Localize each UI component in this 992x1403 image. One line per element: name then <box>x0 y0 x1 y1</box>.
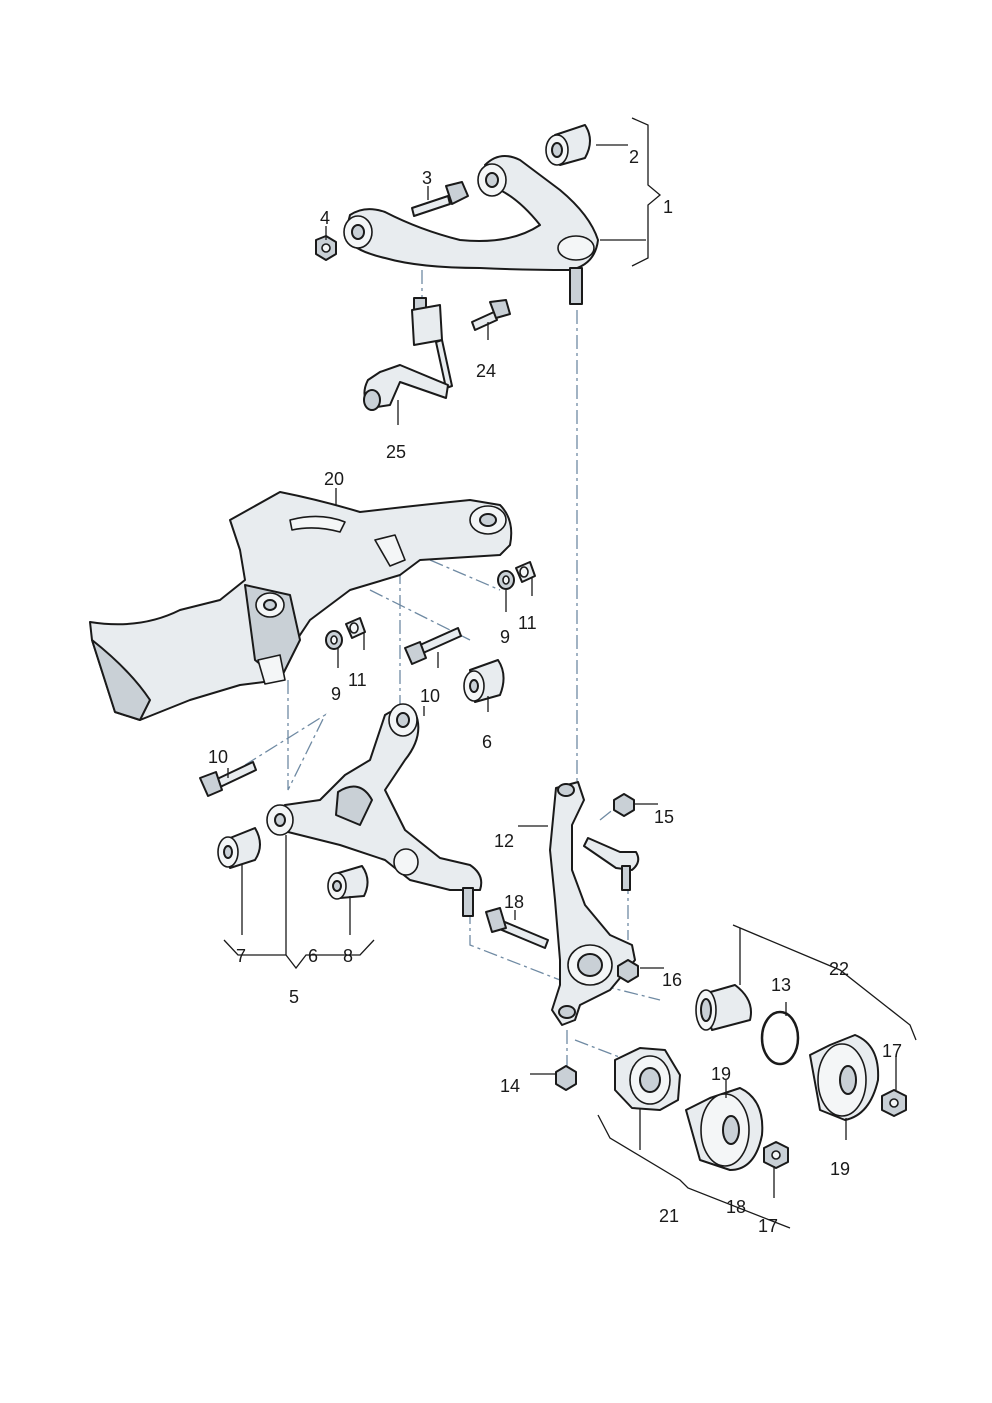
wheel-bearing <box>695 984 752 1031</box>
label-19-right: 19 <box>830 1159 850 1179</box>
label-17-right: 17 <box>882 1041 902 1061</box>
label-15: 15 <box>654 807 674 827</box>
nut-17-lower <box>763 1141 789 1169</box>
bush-7 <box>217 827 261 869</box>
leader-lines <box>223 117 917 1229</box>
wheel-hub-right <box>809 1034 880 1121</box>
label-2: 2 <box>629 147 639 167</box>
bolt-18 <box>485 907 549 949</box>
label-13: 13 <box>771 975 791 995</box>
label-7: 7 <box>236 946 246 966</box>
bolt-10-lower <box>199 761 257 797</box>
nut-11-lower <box>345 617 366 639</box>
bush-2 <box>545 124 591 166</box>
bush-6 <box>463 659 505 703</box>
lower-control-arm <box>266 703 483 917</box>
label-20: 20 <box>324 469 344 489</box>
label-9-upper: 9 <box>500 627 510 647</box>
level-sensor <box>363 297 453 411</box>
nut-15 <box>613 793 635 817</box>
label-4: 4 <box>320 208 330 228</box>
label-3: 3 <box>422 168 432 188</box>
label-25: 25 <box>386 442 406 462</box>
tie-rod-end <box>583 837 640 891</box>
label-5: 5 <box>289 987 299 1007</box>
label-6-bush: 6 <box>482 732 492 752</box>
subframe <box>89 491 513 721</box>
label-21: 21 <box>659 1206 679 1226</box>
washer-9-upper <box>497 570 515 590</box>
label-24: 24 <box>476 361 496 381</box>
label-8: 8 <box>343 946 353 966</box>
wheel-hub-lower <box>685 1087 764 1171</box>
nut-4 <box>315 235 337 261</box>
label-12: 12 <box>494 831 514 851</box>
nut-17-right <box>881 1089 907 1117</box>
bolt-24 <box>471 299 511 331</box>
callout-labels: 2 1 3 4 24 25 20 9 11 9 11 10 6 10 12 15… <box>208 147 902 1236</box>
label-10-upper: 10 <box>420 686 440 706</box>
nut-11-upper <box>515 561 536 583</box>
label-9-lower: 9 <box>331 684 341 704</box>
label-10-lower: 10 <box>208 747 228 767</box>
label-18-hub: 18 <box>726 1197 746 1217</box>
circlip <box>760 1010 800 1066</box>
nut-16 <box>617 959 639 983</box>
label-14: 14 <box>500 1076 520 1096</box>
label-6-arm: 6 <box>308 946 318 966</box>
label-11-upper: 11 <box>518 613 537 633</box>
label-16: 16 <box>662 970 682 990</box>
label-1: 1 <box>663 197 673 217</box>
label-22: 22 <box>829 959 849 979</box>
upper-control-arm <box>343 155 599 305</box>
label-17-lower: 17 <box>758 1216 778 1236</box>
label-18-bolt: 18 <box>504 892 524 912</box>
label-11-lower: 11 <box>348 670 367 690</box>
nut-14 <box>555 1065 577 1091</box>
bolt-3 <box>411 181 469 217</box>
bearing-housing <box>614 1047 681 1111</box>
bolt-10-upper <box>404 627 462 665</box>
steering-knuckle <box>549 781 636 1026</box>
label-19-lower: 19 <box>711 1064 731 1084</box>
bush-8 <box>327 865 369 900</box>
washer-9-lower <box>325 630 343 650</box>
